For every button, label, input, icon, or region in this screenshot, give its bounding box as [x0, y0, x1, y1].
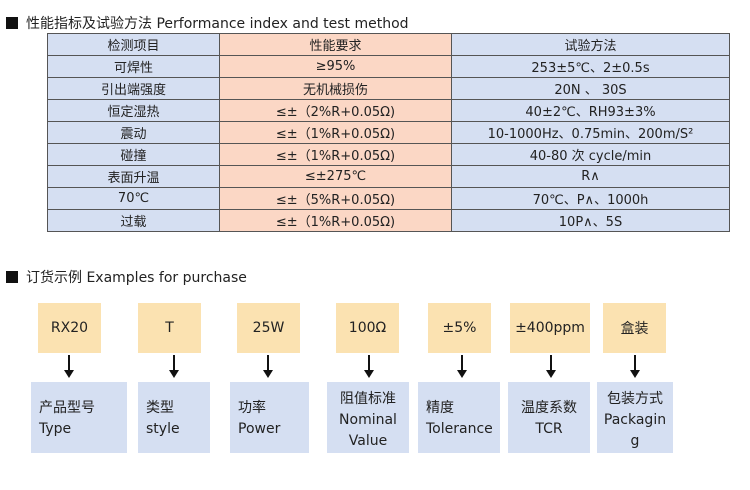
code-box-power: 25W: [237, 303, 300, 353]
table-row: 引出端强度 无机械损伤 20N 、 30S: [47, 77, 730, 100]
table-row: 表面升温 ≤±275℃ R∧: [47, 165, 730, 188]
label-box-value: 阻值标准 Nominal Value: [327, 382, 409, 453]
label-box-tolerance: 精度 Tolerance: [418, 382, 500, 453]
test-item-cell: 表面升温: [47, 165, 220, 188]
label-box-type: 产品型号 Type: [31, 382, 127, 453]
requirement-cell: ≤±（1%R+0.05Ω): [219, 143, 452, 166]
label-en: Packagin: [603, 412, 667, 428]
requirement-cell: ≤±（1%R+0.05Ω): [219, 121, 452, 144]
method-cell: 20N 、 30S: [451, 77, 730, 100]
header-cell: 检测项目: [47, 33, 220, 56]
code-box-style: T: [138, 303, 201, 353]
table-row: 恒定湿热 ≤±（2%R+0.05Ω) 40±2℃、RH93±3%: [47, 99, 730, 122]
test-item-cell: 可焊性: [47, 55, 220, 78]
code-box-tolerance: ±5%: [428, 303, 491, 353]
label-en: Value: [348, 433, 388, 449]
test-item-cell: 引出端强度: [47, 77, 220, 100]
label-cn: 功率: [238, 400, 266, 416]
label-box-tcr: 温度系数 TCR: [508, 382, 590, 453]
requirement-cell: 无机械损伤: [219, 77, 452, 100]
arrow-down-icon: [546, 355, 556, 379]
method-cell: 40±2℃、RH93±3%: [451, 99, 730, 122]
label-cn: 阻值标准: [340, 391, 396, 407]
label-cn: 产品型号: [39, 400, 95, 416]
method-cell: 70℃、P∧、1000h: [451, 187, 730, 210]
section-title-text: 订货示例 Examples for purchase: [26, 270, 247, 286]
method-cell: 253±5℃、2±0.5s: [451, 55, 730, 78]
label-en: Power: [238, 421, 281, 437]
section-title-text: 性能指标及试验方法 Performance index and test met…: [26, 16, 409, 32]
label-en: g: [630, 433, 640, 449]
label-en: Type: [39, 421, 72, 437]
label-en: Tolerance: [426, 421, 493, 437]
requirement-cell: ≤±（5%R+0.05Ω): [219, 187, 452, 210]
label-cn: 包装方式: [607, 391, 663, 407]
table-row: 碰撞 ≤±（1%R+0.05Ω) 40-80 次 cycle/min: [47, 143, 730, 166]
table-row: 70℃ ≤±（5%R+0.05Ω) 70℃、P∧、1000h: [47, 187, 730, 210]
method-cell: R∧: [451, 165, 730, 188]
test-item-cell: 70℃: [47, 187, 220, 210]
method-cell: 10P∧、5S: [451, 209, 730, 232]
code-box-tcr: ±400ppm: [510, 303, 590, 353]
section-title-performance: 性能指标及试验方法 Performance index and test met…: [6, 13, 409, 33]
label-en: Nominal: [339, 412, 397, 428]
arrow-down-icon: [169, 355, 179, 379]
arrow-down-icon: [64, 355, 74, 379]
label-box-power: 功率 Power: [230, 382, 309, 453]
arrow-down-icon: [457, 355, 467, 379]
method-cell: 40-80 次 cycle/min: [451, 143, 730, 166]
table-row: 可焊性 ≥95% 253±5℃、2±0.5s: [47, 55, 730, 78]
arrow-down-icon: [364, 355, 374, 379]
requirement-cell: ≤±275℃: [219, 165, 452, 188]
label-en: TCR: [535, 421, 563, 437]
label-box-style: 类型 style: [138, 382, 210, 453]
label-box-packaging: 包装方式 Packagin g: [597, 382, 673, 453]
test-item-cell: 震动: [47, 121, 220, 144]
section-title-purchase: 订货示例 Examples for purchase: [6, 267, 247, 287]
label-cn: 温度系数: [521, 400, 577, 416]
test-item-cell: 恒定湿热: [47, 99, 220, 122]
code-box-value: 100Ω: [336, 303, 399, 353]
requirement-cell: ≥95%: [219, 55, 452, 78]
header-cell: 试验方法: [451, 33, 730, 56]
requirement-cell: ≤±（2%R+0.05Ω): [219, 99, 452, 122]
requirement-cell: ≤±（1%R+0.05Ω): [219, 209, 452, 232]
arrow-down-icon: [263, 355, 273, 379]
label-cn: 类型: [146, 400, 174, 416]
method-cell: 10-1000Hz、0.75min、200m/S²: [451, 121, 730, 144]
table-row: 震动 ≤±（1%R+0.05Ω) 10-1000Hz、0.75min、200m/…: [47, 121, 730, 144]
table-row: 过载 ≤±（1%R+0.05Ω) 10P∧、5S: [47, 209, 730, 232]
test-item-cell: 过载: [47, 209, 220, 232]
square-bullet-icon: [6, 17, 18, 29]
header-cell: 性能要求: [219, 33, 452, 56]
label-cn: 精度: [426, 400, 454, 416]
test-item-cell: 碰撞: [47, 143, 220, 166]
performance-table: 检测项目 性能要求 试验方法 可焊性 ≥95% 253±5℃、2±0.5s 引出…: [47, 33, 730, 232]
code-box-type: RX20: [38, 303, 101, 353]
square-bullet-icon: [6, 271, 18, 283]
table-header-row: 检测项目 性能要求 试验方法: [47, 33, 730, 56]
label-en: style: [146, 421, 180, 437]
code-box-packaging: 盒装: [603, 303, 666, 353]
arrow-down-icon: [630, 355, 640, 379]
